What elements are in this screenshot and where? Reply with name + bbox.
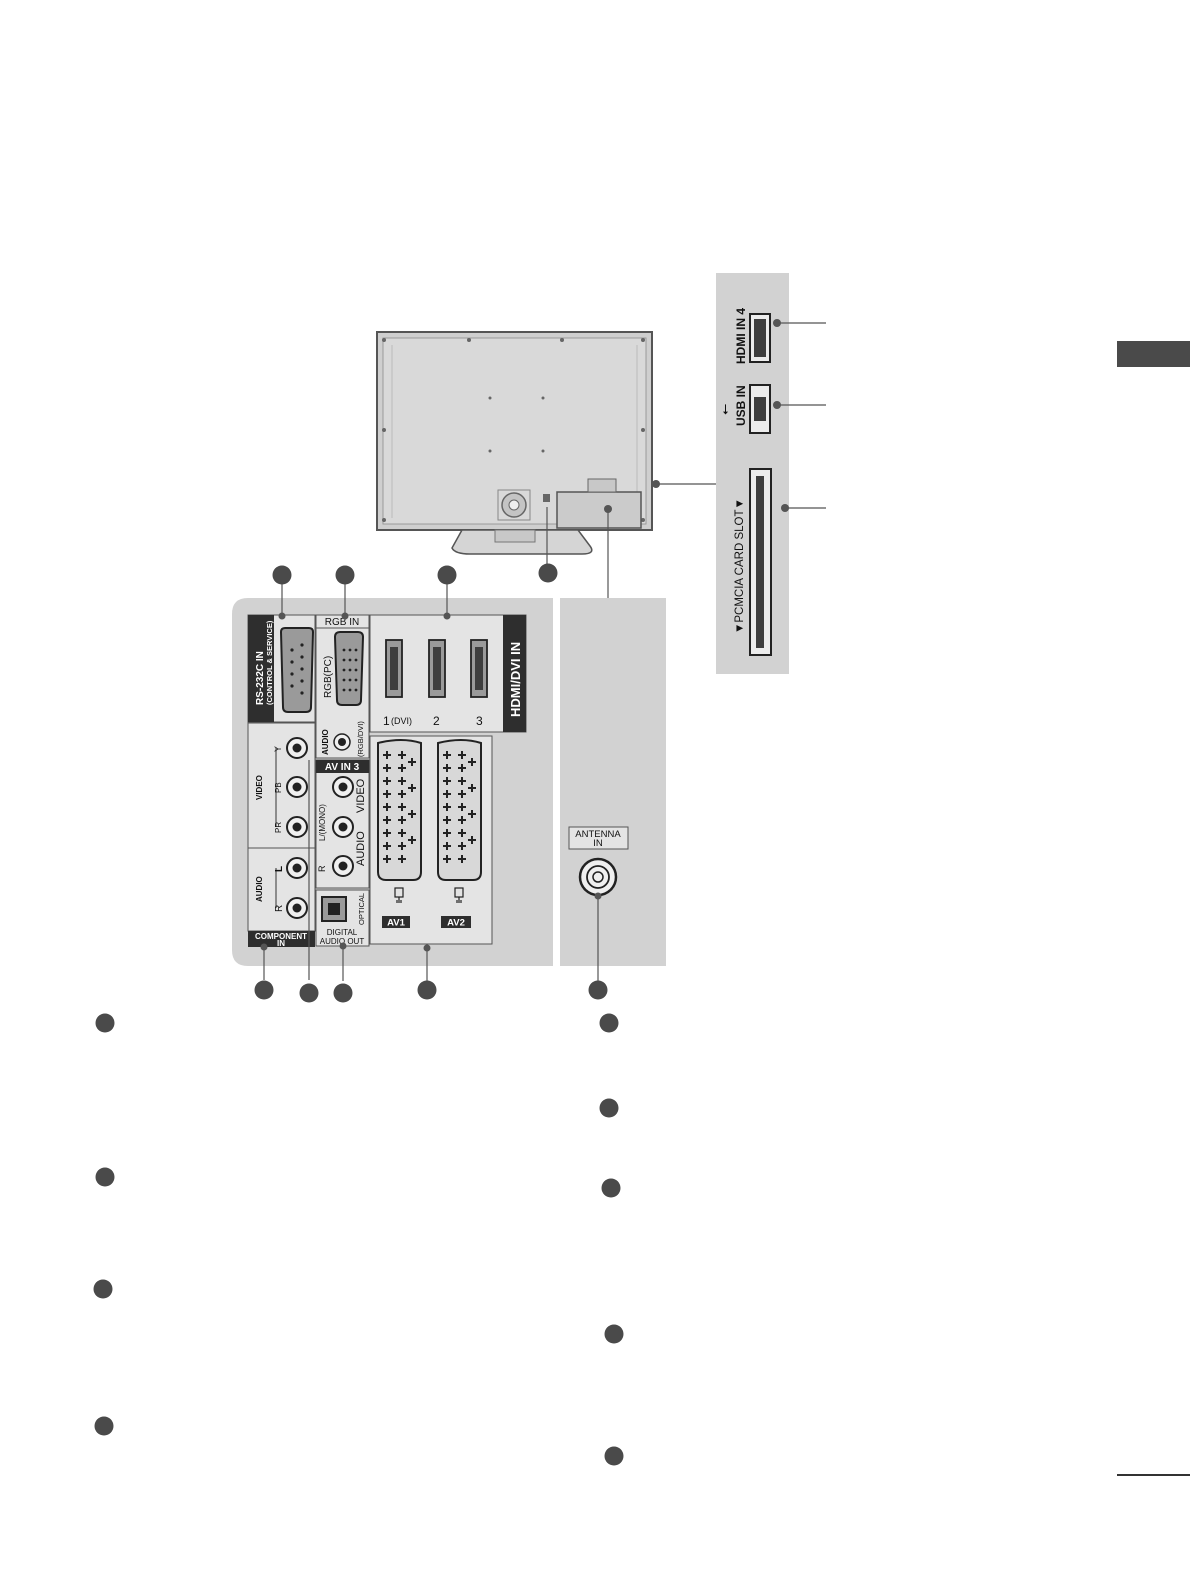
component-pr-label: PR [274, 822, 283, 833]
description-bullet [95, 1167, 115, 1187]
component-in-sub-label: IN [277, 939, 285, 948]
description-bullet [604, 1446, 624, 1466]
component-l-label: L [274, 866, 285, 872]
component-in-label: COMPONENT [255, 932, 307, 941]
av3-video-label: VIDEO [355, 778, 367, 813]
pcmcia-card-slot-label: ▼PCMCIA CARD SLOT▼ [734, 498, 746, 634]
av3-audio-label: AUDIO [355, 831, 367, 866]
usb-icon: ⭠ [716, 404, 732, 415]
side-panel: HDMI IN 4 USB IN ⭠ ▼PCMCIA CARD SLOT▼ [716, 273, 826, 674]
av-in-3-label: AV IN 3 [325, 762, 360, 773]
av1-label: AV1 [387, 918, 405, 929]
usb-in-label: USB IN [734, 385, 748, 426]
rgb-pc-label: RGB(PC) [323, 656, 334, 698]
av2-label: AV2 [447, 918, 465, 929]
description-bullet [95, 1013, 115, 1033]
rs232c-label: RS-232C IN [255, 651, 266, 705]
hdmi-2-label: 2 [433, 714, 440, 728]
optical-label: OPTICAL [357, 893, 366, 925]
callout-marker [437, 565, 457, 585]
component-r-label: R [274, 905, 285, 912]
rs232c-sub-label: (CONTROL & SERVICE) [265, 620, 274, 705]
description-bullet [604, 1324, 624, 1344]
description-bullet [599, 1013, 619, 1033]
rear-connector-panel: RS-232C IN (CONTROL & SERVICE) RGB IN RG… [232, 598, 666, 966]
description-bullet [93, 1279, 113, 1299]
digital-audio-out-sub-label: AUDIO OUT [320, 937, 365, 946]
callout-marker [272, 565, 292, 585]
description-bullet [599, 1098, 619, 1118]
tv-back-view [376, 331, 653, 555]
hdmi-dvi-in-label: HDMI/DVI IN [508, 642, 523, 717]
hdmi-in-4-label: HDMI IN 4 [734, 308, 748, 364]
callout-markers [254, 563, 608, 1003]
description-bullet [94, 1416, 114, 1436]
callout-marker [299, 983, 319, 1003]
component-video-label: VIDEO [255, 775, 264, 800]
callout-marker [335, 565, 355, 585]
hdmi-3-label: 3 [476, 714, 483, 728]
av3-r-label: R [317, 865, 327, 872]
callout-marker [417, 980, 437, 1000]
callout-marker [254, 980, 274, 1000]
rgb-audio-label: AUDIO [321, 729, 330, 755]
av3-l-mono-label: L/(MONO) [318, 804, 327, 841]
rgb-in-label: RGB IN [325, 617, 359, 628]
component-audio-label: AUDIO [255, 876, 264, 902]
component-y-label: Y [273, 746, 283, 752]
digital-audio-out-label: DIGITAL [327, 928, 358, 937]
section-tab [1117, 341, 1190, 367]
callout-marker [333, 983, 353, 1003]
rgb-dvi-label: (RGB/DVI) [356, 721, 365, 757]
hdmi-1-dvi-label: (DVI) [391, 716, 412, 726]
antenna-in-label: ANTENNA [575, 829, 621, 840]
description-bullet [601, 1178, 621, 1198]
callout-marker [538, 563, 558, 583]
component-pb-label: PB [274, 782, 283, 793]
antenna-in-sub-label: IN [593, 838, 603, 849]
description-bullets [93, 1013, 624, 1466]
page-footer-rule [1117, 1474, 1190, 1476]
hdmi-1-label: 1 [383, 714, 390, 728]
callout-marker [588, 980, 608, 1000]
